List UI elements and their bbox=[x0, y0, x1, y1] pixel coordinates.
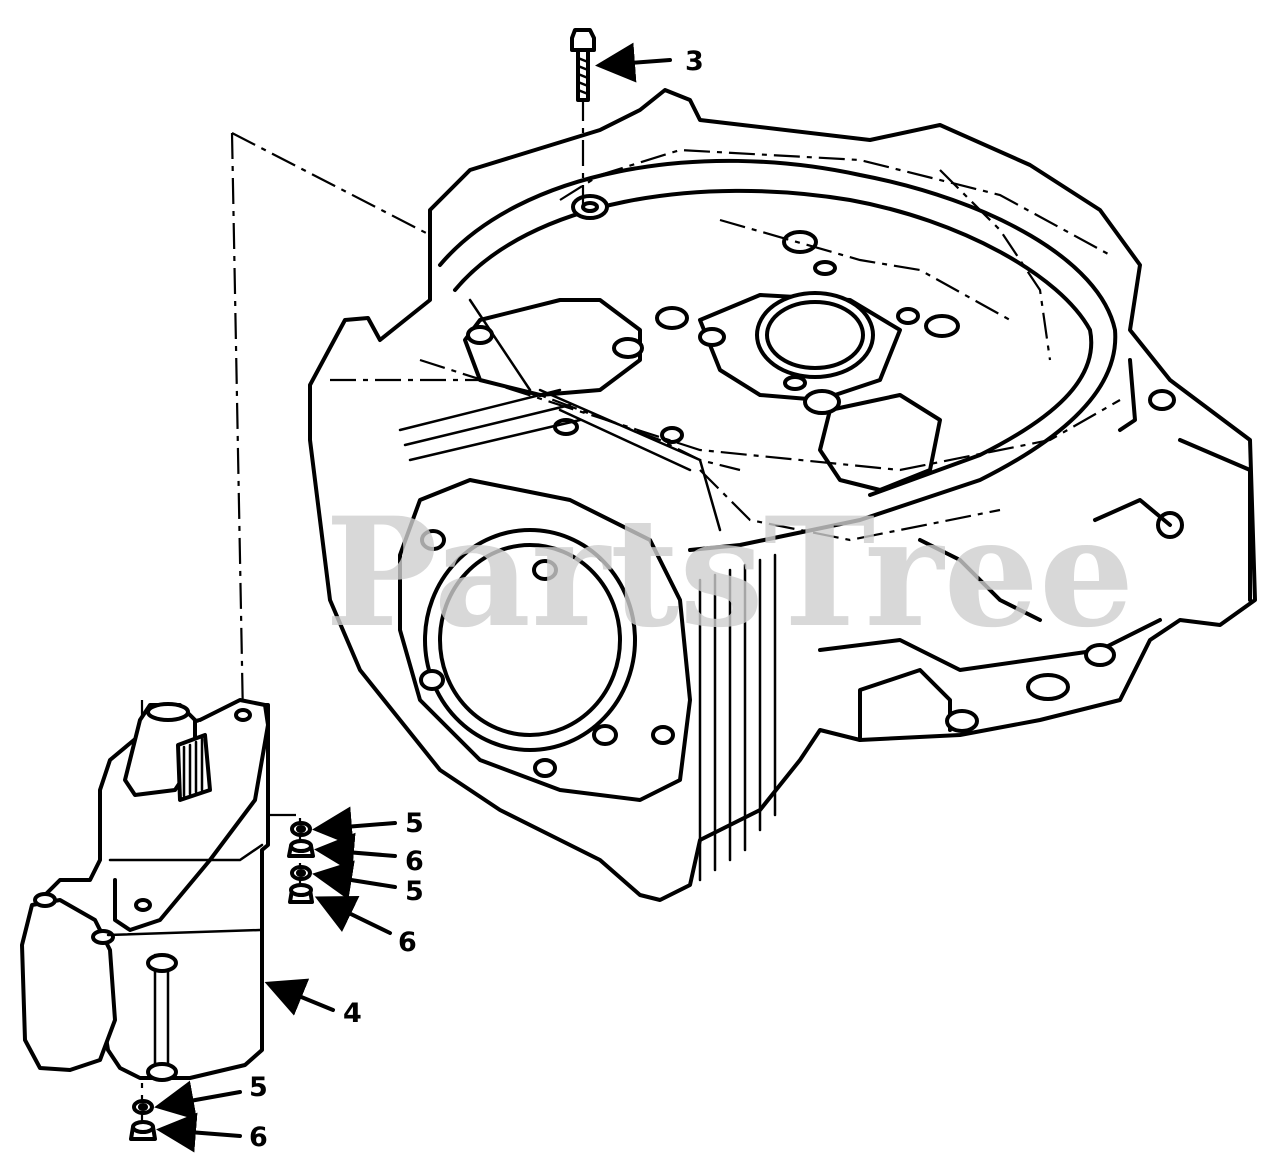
engine-block bbox=[308, 88, 1257, 902]
nut-upper-2 bbox=[288, 883, 314, 904]
callout-number: 3 bbox=[685, 46, 704, 77]
callout-4: 4 bbox=[264, 978, 362, 1029]
callout-number: 5 bbox=[405, 876, 424, 907]
callout-arrow bbox=[156, 1112, 242, 1153]
washer-lower bbox=[132, 1099, 154, 1115]
callout-5b: 5 bbox=[312, 860, 424, 907]
callout-arrow bbox=[595, 42, 672, 83]
callout-3: 3 bbox=[595, 42, 704, 83]
watermark-text: PartsTree bbox=[325, 485, 1134, 661]
washers-and-nuts bbox=[129, 821, 315, 1141]
washer-upper-1 bbox=[290, 821, 312, 837]
bolt-part bbox=[570, 28, 596, 102]
callout-5c: 5 bbox=[154, 1072, 268, 1121]
starter-motor-part bbox=[20, 698, 270, 1082]
nut-upper-1 bbox=[287, 839, 315, 858]
callout-arrow bbox=[314, 895, 392, 935]
callout-arrow bbox=[264, 978, 335, 1016]
callout-6b: 6 bbox=[314, 895, 417, 958]
callout-number: 5 bbox=[249, 1072, 268, 1103]
callout-arrow bbox=[314, 832, 397, 873]
callout-6c: 6 bbox=[156, 1112, 268, 1153]
callout-number: 5 bbox=[405, 808, 424, 839]
callout-number: 6 bbox=[249, 1122, 268, 1153]
callout-arrow bbox=[154, 1080, 242, 1121]
washer-upper-2 bbox=[290, 865, 312, 881]
callout-arrow bbox=[312, 806, 397, 847]
callout-arrow bbox=[312, 860, 397, 900]
callout-number: 4 bbox=[343, 998, 362, 1029]
callout-number: 6 bbox=[405, 846, 424, 877]
callout-6a: 6 bbox=[314, 832, 424, 877]
callout-number: 6 bbox=[398, 927, 417, 958]
nut-lower bbox=[129, 1120, 157, 1141]
callout-5a: 5 bbox=[312, 806, 424, 847]
